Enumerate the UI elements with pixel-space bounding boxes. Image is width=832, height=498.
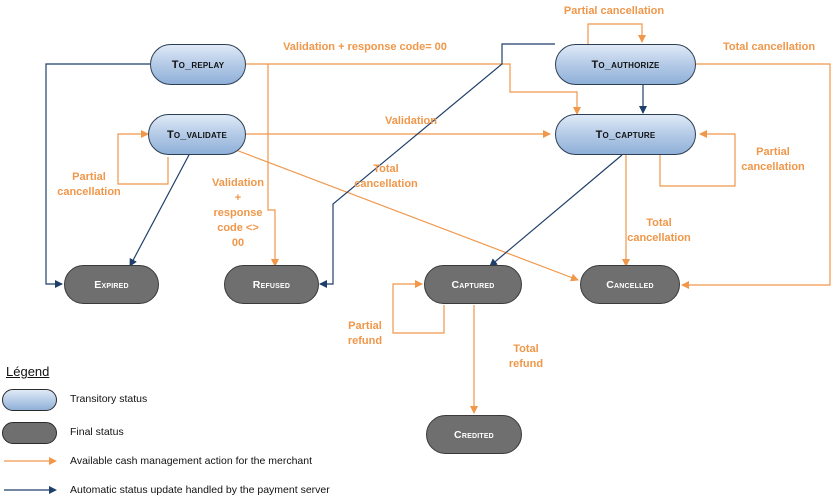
node-to-replay: To_replay (150, 44, 246, 85)
node-credited: Credited (426, 415, 522, 454)
edge-validate-expired (129, 152, 191, 267)
label-validation: Validation (385, 115, 437, 127)
legend-transitory-swatch (2, 389, 57, 411)
node-captured: Captured (424, 265, 522, 304)
edge-validate-cancelled (235, 149, 579, 282)
legend-final-label: Final status (70, 426, 124, 438)
legend-automatic-label: Automatic status update handled by the p… (70, 484, 330, 496)
edge-replay-validation-00 (246, 63, 581, 115)
label-total-refund: Total refund (508, 343, 544, 370)
node-expired: Expired (64, 265, 159, 304)
legend-blue-arrow-icon (4, 486, 57, 494)
legend-title: Légend (6, 364, 50, 379)
loop-validate-partial (117, 130, 169, 185)
label-partial-cancellation-top: Partial cancellation (563, 5, 665, 17)
node-to-authorize: To_authorize (555, 44, 696, 85)
label-partial-cancellation-right: Partial cancellation (741, 146, 805, 173)
node-to-capture: To_capture (555, 114, 696, 155)
edge-capture-captured (489, 154, 623, 267)
node-cancelled: Cancelled (580, 265, 680, 304)
loop-captured-partial-refund (392, 280, 445, 334)
edge-replay-refused (267, 64, 279, 267)
label-total-cancellation-mid: Total cancellation (354, 163, 418, 190)
loop-authorize-partial (587, 23, 646, 44)
label-partial-cancellation-left: Partial cancellation (57, 171, 121, 198)
legend-merchant-action-label: Available cash management action for the… (70, 455, 313, 467)
legend-transitory-label: Transitory status (70, 393, 148, 405)
label-partial-refund: Partial refund (347, 320, 383, 347)
legend-orange-arrow-icon (4, 457, 57, 465)
label-validation-code-not-00: Validation + response code <> 00 (212, 177, 264, 249)
label-total-cancellation-capture: Total cancellation (627, 217, 691, 244)
label-validation-code-00: Validation + response code= 00 (283, 41, 447, 53)
node-refused: Refused (224, 265, 319, 304)
edge-authorize-cancelled (681, 63, 831, 289)
node-to-validate: To_validate (148, 114, 246, 155)
legend-final-swatch (2, 422, 57, 444)
edge-authorize-refused (319, 43, 555, 288)
label-total-cancellation-top: Total cancellation (722, 41, 816, 53)
loop-capture-partial (659, 130, 736, 187)
edge-replay-expired (45, 63, 150, 288)
